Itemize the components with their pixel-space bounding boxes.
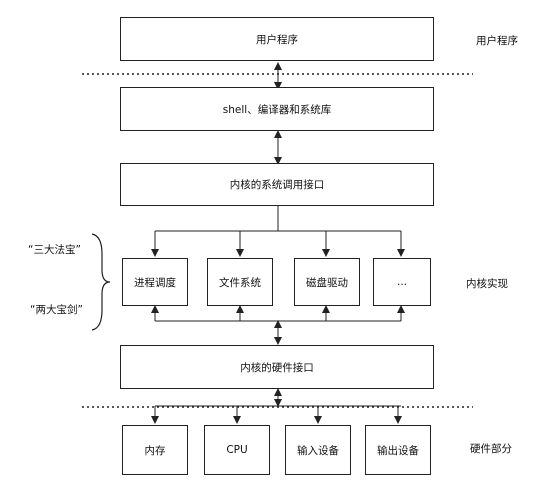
shell-libs-box: shell、编译器和系统库	[120, 87, 434, 131]
three-treasures-label: “三大法宝”	[28, 244, 81, 256]
etc-module-box: ...	[373, 258, 431, 306]
cpu-box: CPU	[204, 425, 270, 475]
memory-box: 内存	[122, 425, 188, 475]
curly-brace	[91, 233, 111, 331]
input-device-box: 输入设备	[285, 425, 351, 475]
hardware-part-label: 硬件部分	[470, 443, 512, 455]
process-scheduling-box: 进程调度	[122, 258, 188, 306]
user-programs-label: 用户程序	[476, 35, 518, 47]
hardware-interface-box: 内核的硬件接口	[120, 345, 434, 389]
disk-driver-box: 磁盘驱动	[294, 258, 360, 306]
syscall-interface-box: 内核的系统调用接口	[120, 163, 434, 206]
file-system-box: 文件系统	[207, 258, 273, 306]
kernel-implementation-label: 内核实现	[466, 278, 508, 290]
user-programs-box: 用户程序	[120, 17, 434, 61]
two-swords-label: “两大宝剑”	[30, 304, 83, 316]
output-device-box: 输出设备	[365, 425, 431, 475]
